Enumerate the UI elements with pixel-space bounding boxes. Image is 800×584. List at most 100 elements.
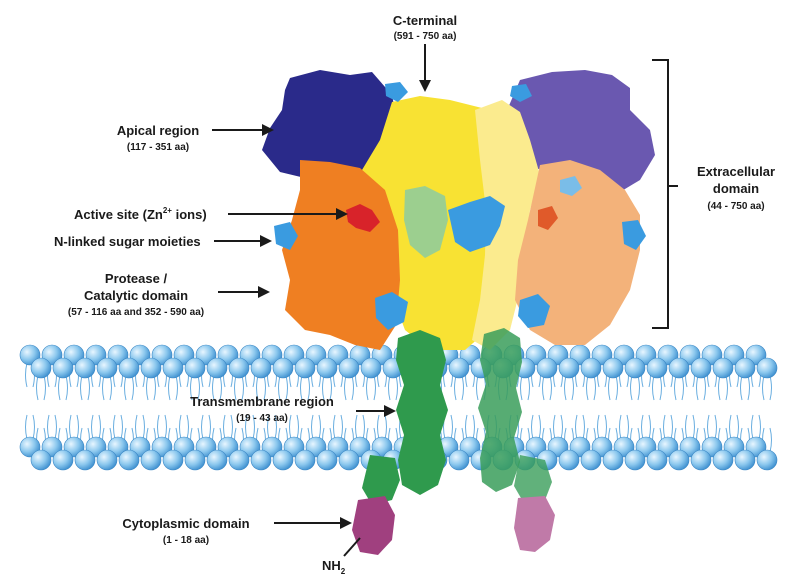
lipid-head [228, 449, 250, 471]
active-site-left [346, 204, 380, 232]
lipid-tail [76, 414, 79, 440]
lipid-tail [373, 375, 376, 401]
lipid-tail [340, 414, 343, 440]
lipid-tail [461, 375, 464, 401]
nh2-label: NH2 [322, 558, 346, 576]
lipid-tail [692, 414, 695, 440]
lipid-tail [615, 375, 618, 401]
lipid-tail [32, 414, 35, 440]
lipid-tail [637, 375, 640, 401]
lipid-tail [575, 414, 578, 440]
active-site-right [538, 206, 558, 230]
lipid-head [140, 357, 162, 379]
lipid-head [162, 357, 184, 379]
lipid-head [668, 357, 690, 379]
arrowhead-cytoplasmic [340, 517, 352, 529]
lipid-tail [256, 375, 259, 401]
lipid-tail [465, 414, 468, 440]
lipid-bilayer [19, 344, 778, 471]
lipid-tail [54, 414, 57, 440]
lipid-tail [597, 414, 600, 440]
lipid-head [228, 357, 250, 379]
sugar-moiety-7 [518, 294, 550, 328]
lipid-tail [311, 414, 314, 440]
lipid-tail [747, 375, 750, 401]
lipid-tail [241, 375, 244, 401]
lipid-head [580, 357, 602, 379]
lipid-tail [124, 375, 127, 401]
lipid-head [646, 357, 668, 379]
lipid-head [30, 357, 52, 379]
lipid-tail [670, 414, 673, 440]
tm-extension-left [362, 455, 400, 505]
n-linked-sugar-moieties [274, 82, 646, 330]
pointer-arrows [212, 44, 678, 557]
lipid-tail [329, 375, 332, 401]
lipid-tail [58, 375, 61, 401]
lipid-tail [564, 375, 567, 401]
protease-range: (57 - 116 aa and 352 - 590 aa) [68, 307, 204, 318]
lipid-head [536, 357, 558, 379]
lipid-tail [36, 375, 39, 401]
lipid-head [448, 449, 470, 471]
lipid-head [624, 449, 646, 471]
lipid-tail [223, 414, 226, 440]
transmembrane-range: (19 - 43 aa) [236, 413, 288, 424]
lipid-tail [278, 375, 281, 401]
lipid-head [118, 357, 140, 379]
lipid-tail [25, 414, 28, 440]
lipid-head [74, 357, 96, 379]
lipid-heads-inner-leaflet [19, 436, 778, 471]
lipid-head [690, 357, 712, 379]
lipid-tail [714, 414, 717, 440]
protease-domain-right [515, 160, 640, 345]
lipid-tail [476, 375, 479, 401]
lipid-head [140, 449, 162, 471]
lipid-tail [25, 362, 28, 388]
lipid-tail [703, 375, 706, 401]
sugar-moiety-4 [622, 220, 646, 250]
sugar-moiety-6 [375, 292, 408, 330]
transmembrane-helix-left [396, 330, 448, 495]
lipid-tail [245, 414, 248, 440]
lipid-tail [65, 375, 68, 401]
lipid-head [250, 449, 272, 471]
lipid-tail [630, 375, 633, 401]
lipid-tail [168, 375, 171, 401]
protease-domain-left [282, 160, 400, 350]
lipid-head [558, 357, 580, 379]
lipid-tail [109, 375, 112, 401]
cytoplasmic-label: Cytoplasmic domain [122, 516, 249, 531]
lipid-head [316, 357, 338, 379]
lipid-tail [201, 414, 204, 440]
lipid-tail [362, 414, 365, 440]
lipid-tail [355, 414, 358, 440]
lipid-tail [674, 375, 677, 401]
lipid-tail [450, 414, 453, 440]
lipid-tail [267, 414, 270, 440]
cytoplasmic-domain-right [514, 496, 555, 552]
lipid-tail [659, 375, 662, 401]
lipid-tail [626, 414, 629, 440]
tm-extension-right [514, 455, 552, 505]
lipid-head [184, 357, 206, 379]
n-linked-sugar-label: N-linked sugar moieties [54, 234, 201, 249]
lipid-head [668, 449, 690, 471]
lipid-tail [527, 375, 530, 401]
lipid-tail [300, 375, 303, 401]
lipid-head [602, 357, 624, 379]
lipid-tail [318, 414, 321, 440]
lipid-head [690, 449, 712, 471]
lipid-tail [131, 375, 134, 401]
lipid-head [602, 449, 624, 471]
lipid-head [250, 357, 272, 379]
lipid-head [162, 449, 184, 471]
lipid-tail [582, 414, 585, 440]
lipid-tail [553, 414, 556, 440]
lipid-tail [47, 414, 50, 440]
extracellular-bracket [652, 59, 669, 329]
lipid-tail [395, 375, 398, 401]
lipid-tail [586, 375, 589, 401]
lipid-tail [663, 414, 666, 440]
